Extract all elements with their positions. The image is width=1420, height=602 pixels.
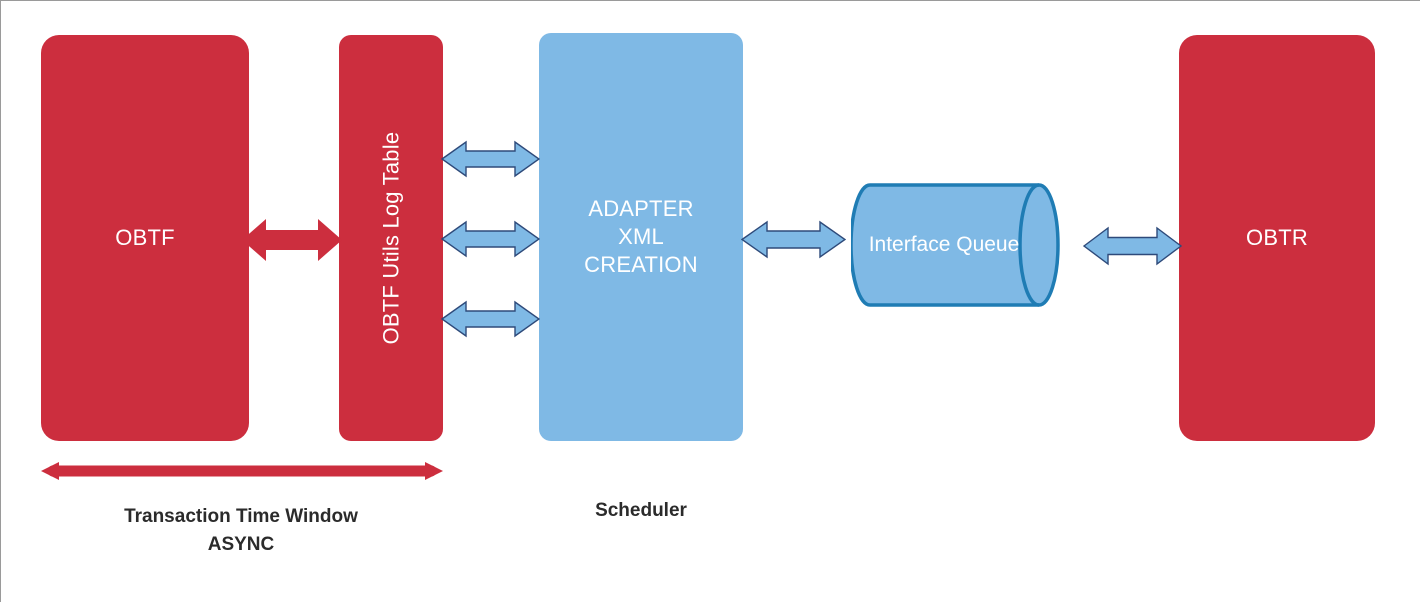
double-arrow-icon: [1083, 226, 1182, 266]
double-arrow-icon: [441, 220, 540, 258]
node-obtf-utils-log-table[interactable]: OBTF Utils Log Table: [339, 35, 443, 441]
node-obtf[interactable]: OBTF: [41, 35, 249, 441]
double-arrow-icon: [441, 300, 540, 338]
node-obtr[interactable]: OBTR: [1179, 35, 1375, 441]
connector-utils-log-to-adapter-1[interactable]: [441, 140, 540, 178]
caption-scheduler: Scheduler: [595, 500, 687, 521]
node-adapter-xml-creation[interactable]: ADAPTER XML CREATION: [539, 33, 743, 441]
double-arrow-icon: [741, 220, 846, 259]
connector-interface-queue-to-obtr[interactable]: [1083, 226, 1182, 266]
node-interface-queue[interactable]: Interface Queue: [851, 183, 1077, 307]
cylinder-shape: [851, 183, 1060, 307]
double-arrow-line-icon: [41, 462, 443, 480]
double-arrow-icon: [242, 219, 342, 261]
connector-obtf-to-utils-log[interactable]: [242, 217, 342, 263]
connector-transaction-time-window-span[interactable]: [39, 457, 445, 485]
caption-transaction-time-window: Transaction Time Window ASYNC: [124, 506, 358, 555]
node-obtr-label: OBTR: [1246, 224, 1308, 250]
connector-adapter-to-interface-queue[interactable]: [741, 220, 846, 259]
connector-utils-log-to-adapter-2[interactable]: [441, 220, 540, 258]
double-arrow-icon: [441, 140, 540, 178]
connector-utils-log-to-adapter-3[interactable]: [441, 300, 540, 338]
node-adapter-xml-creation-label: ADAPTER XML CREATION: [584, 195, 698, 278]
node-obtf-label: OBTF: [115, 224, 175, 250]
node-obtf-utils-log-table-label: OBTF Utils Log Table: [377, 131, 403, 345]
